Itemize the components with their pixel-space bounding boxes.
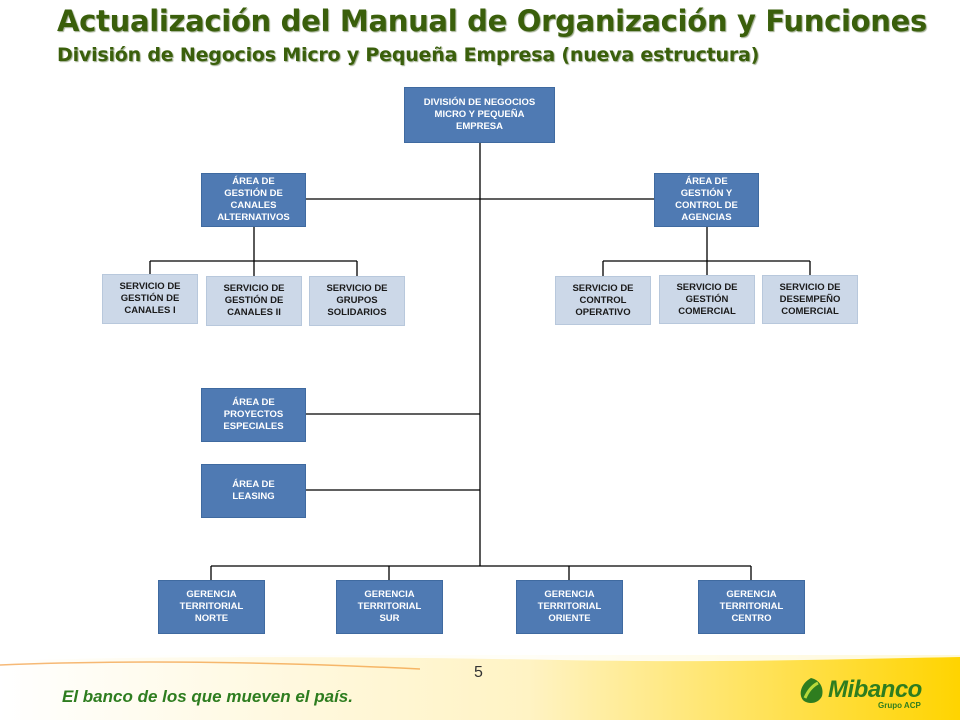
footer-swoosh <box>0 655 960 662</box>
org-box-servicio-grupos: SERVICIO DE GRUPOS SOLIDARIOS <box>309 276 405 326</box>
org-box-servicio-desempeno: SERVICIO DE DESEMPEÑO COMERCIAL <box>762 275 858 324</box>
logo-group-name: Grupo ACP <box>878 701 921 710</box>
logo-brand-name: Mibanco <box>828 676 922 703</box>
footer-band <box>0 655 960 720</box>
org-box-gerencia-sur: GERENCIA TERRITORIAL SUR <box>336 580 443 634</box>
org-box-gerencia-centro: GERENCIA TERRITORIAL CENTRO <box>698 580 805 634</box>
org-box-gerencia-norte: GERENCIA TERRITORIAL NORTE <box>158 580 265 634</box>
org-box-division: DIVISIÓN DE NEGOCIOS MICRO Y PEQUEÑA EMP… <box>404 87 555 143</box>
footer-slogan: El banco de los que mueven el país. <box>62 687 353 706</box>
org-box-area-agencias: ÁREA DE GESTIÓN Y CONTROL DE AGENCIAS <box>654 173 759 227</box>
mibanco-logo: Mibanco Grupo ACP <box>796 672 936 714</box>
mibanco-leaf-icon <box>800 678 823 704</box>
org-box-servicio-canales-1: SERVICIO DE GESTIÓN DE CANALES I <box>102 274 198 324</box>
org-box-area-leasing: ÁREA DE LEASING <box>201 464 306 518</box>
slide-subtitle: División de Negocios Micro y Pequeña Emp… <box>57 44 760 66</box>
org-box-servicio-canales-2: SERVICIO DE GESTIÓN DE CANALES II <box>206 276 302 326</box>
org-box-gerencia-oriente: GERENCIA TERRITORIAL ORIENTE <box>516 580 623 634</box>
org-box-area-canales: ÁREA DE GESTIÓN DE CANALES ALTERNATIVOS <box>201 173 306 227</box>
slide-title: Actualización del Manual de Organización… <box>57 4 927 38</box>
org-box-area-proyectos: ÁREA DE PROYECTOS ESPECIALES <box>201 388 306 442</box>
page-number: 5 <box>474 664 483 681</box>
org-box-servicio-gestion-comercial: SERVICIO DE GESTIÓN COMERCIAL <box>659 275 755 324</box>
org-box-servicio-control: SERVICIO DE CONTROL OPERATIVO <box>555 276 651 325</box>
